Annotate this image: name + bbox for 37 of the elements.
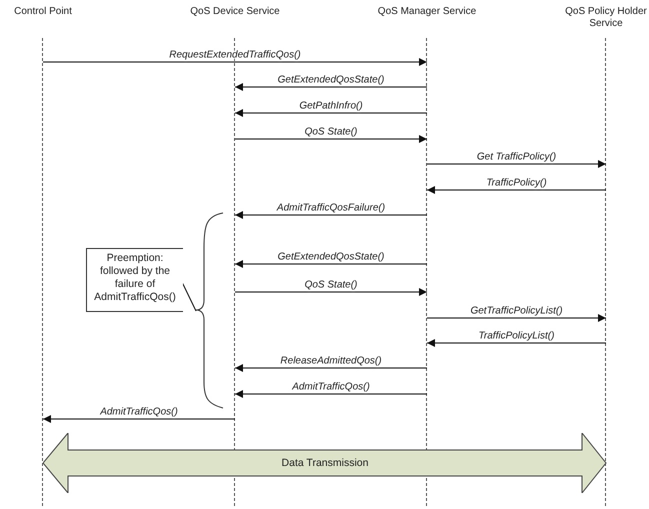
message-label: AdmitTrafficQos() <box>99 406 179 418</box>
message-arrow <box>426 186 606 194</box>
message-label: QoS State() <box>304 280 358 290</box>
message-label: RequestExtendedTrafficQos() <box>168 50 302 60</box>
message-label: TrafficPolicy() <box>485 178 548 188</box>
participant-name: QoS Device Service <box>189 6 281 18</box>
message-label: GetExtendedQosState() <box>276 252 386 262</box>
message-arrow <box>426 339 606 347</box>
message-arrow <box>234 83 428 91</box>
participant-name: QoS Manager Service <box>376 6 478 18</box>
message-label: Get TrafficPolicy() <box>476 152 558 162</box>
message-label: TrafficPolicyList() <box>478 330 556 342</box>
message-arrow <box>426 314 606 322</box>
message-label: QoS State() <box>304 126 358 138</box>
message-arrow <box>234 109 428 117</box>
note-bracket <box>86 248 183 312</box>
participant-name: QoS Policy Holder Service <box>564 6 648 30</box>
double-arrow-band <box>43 433 607 493</box>
curly-brace <box>195 212 225 410</box>
message-arrow <box>234 390 428 398</box>
message-arrow <box>426 160 606 168</box>
note-text: Preemption: followed by the failure of AdmitTrafficQos() <box>93 251 177 304</box>
message-label: AdmitTrafficQos() <box>291 382 371 392</box>
message-label: GetExtendedQosState() <box>276 74 386 86</box>
message-arrow <box>42 58 428 66</box>
message-label: GetTrafficPolicyList() <box>469 306 564 316</box>
message-arrow <box>234 211 428 219</box>
message-arrow <box>234 260 428 268</box>
message-label: ReleaseAdmittedQos() <box>279 356 383 366</box>
message-label: GetPathInfro() <box>298 100 364 112</box>
participant-name: Control Point <box>13 6 73 18</box>
message-arrow <box>234 364 428 372</box>
message-arrow <box>42 415 236 423</box>
message-arrow <box>234 135 428 143</box>
message-arrow <box>234 288 428 296</box>
message-label: AdmitTrafficQosFailure() <box>276 202 386 214</box>
band-label: Data Transmission <box>282 457 368 469</box>
